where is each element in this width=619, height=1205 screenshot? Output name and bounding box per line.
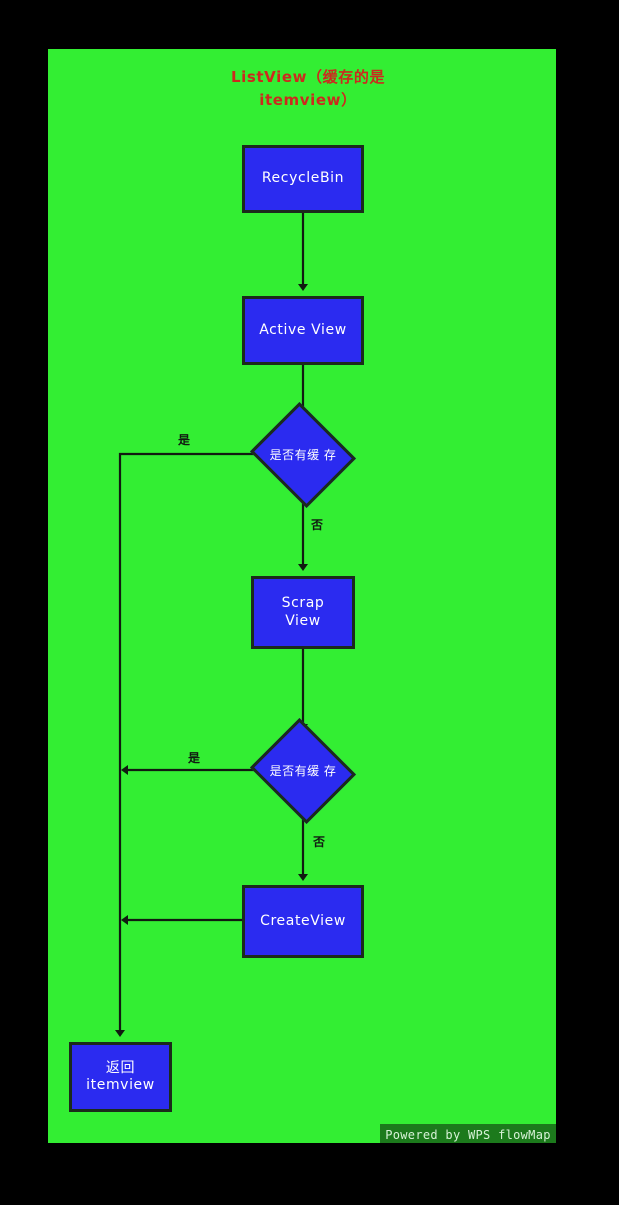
- node-return-itemview-label: 返回 itemview: [86, 1059, 155, 1094]
- decision-1-label: 是否有缓 存: [269, 447, 337, 462]
- flowchart-canvas[interactable]: ListView（缓存的是 itemview） RecycleBin Activ…: [48, 49, 556, 1143]
- wps-flowmap-watermark: Powered by WPS flowMap: [380, 1124, 556, 1143]
- node-create-view[interactable]: CreateView: [242, 885, 364, 958]
- node-active-view[interactable]: Active View: [242, 296, 364, 365]
- node-decision-2[interactable]: 是否有缓 存: [249, 717, 357, 825]
- node-decision-1[interactable]: 是否有缓 存: [249, 401, 357, 509]
- edge-label-no-2: 否: [313, 835, 326, 849]
- edge-label-yes-1: 是: [178, 433, 191, 447]
- node-recycle-bin-label: RecycleBin: [261, 170, 345, 187]
- diagram-title: ListView（缓存的是 itemview）: [230, 68, 386, 109]
- edge-decision1-yes: [115, 452, 262, 1037]
- edge-label-yes-2: 是: [188, 751, 201, 765]
- edge-label-no-1: 否: [311, 518, 324, 532]
- node-create-view-label: CreateView: [260, 912, 346, 929]
- node-active-view-label: Active View: [259, 321, 347, 338]
- node-recycle-bin[interactable]: RecycleBin: [242, 145, 364, 213]
- decision-2-label: 是否有缓 存: [269, 763, 337, 778]
- node-return-itemview[interactable]: 返回 itemview: [69, 1042, 172, 1112]
- node-scrap-view[interactable]: Scrap View: [251, 576, 355, 649]
- node-scrap-view-label: Scrap View: [281, 595, 325, 629]
